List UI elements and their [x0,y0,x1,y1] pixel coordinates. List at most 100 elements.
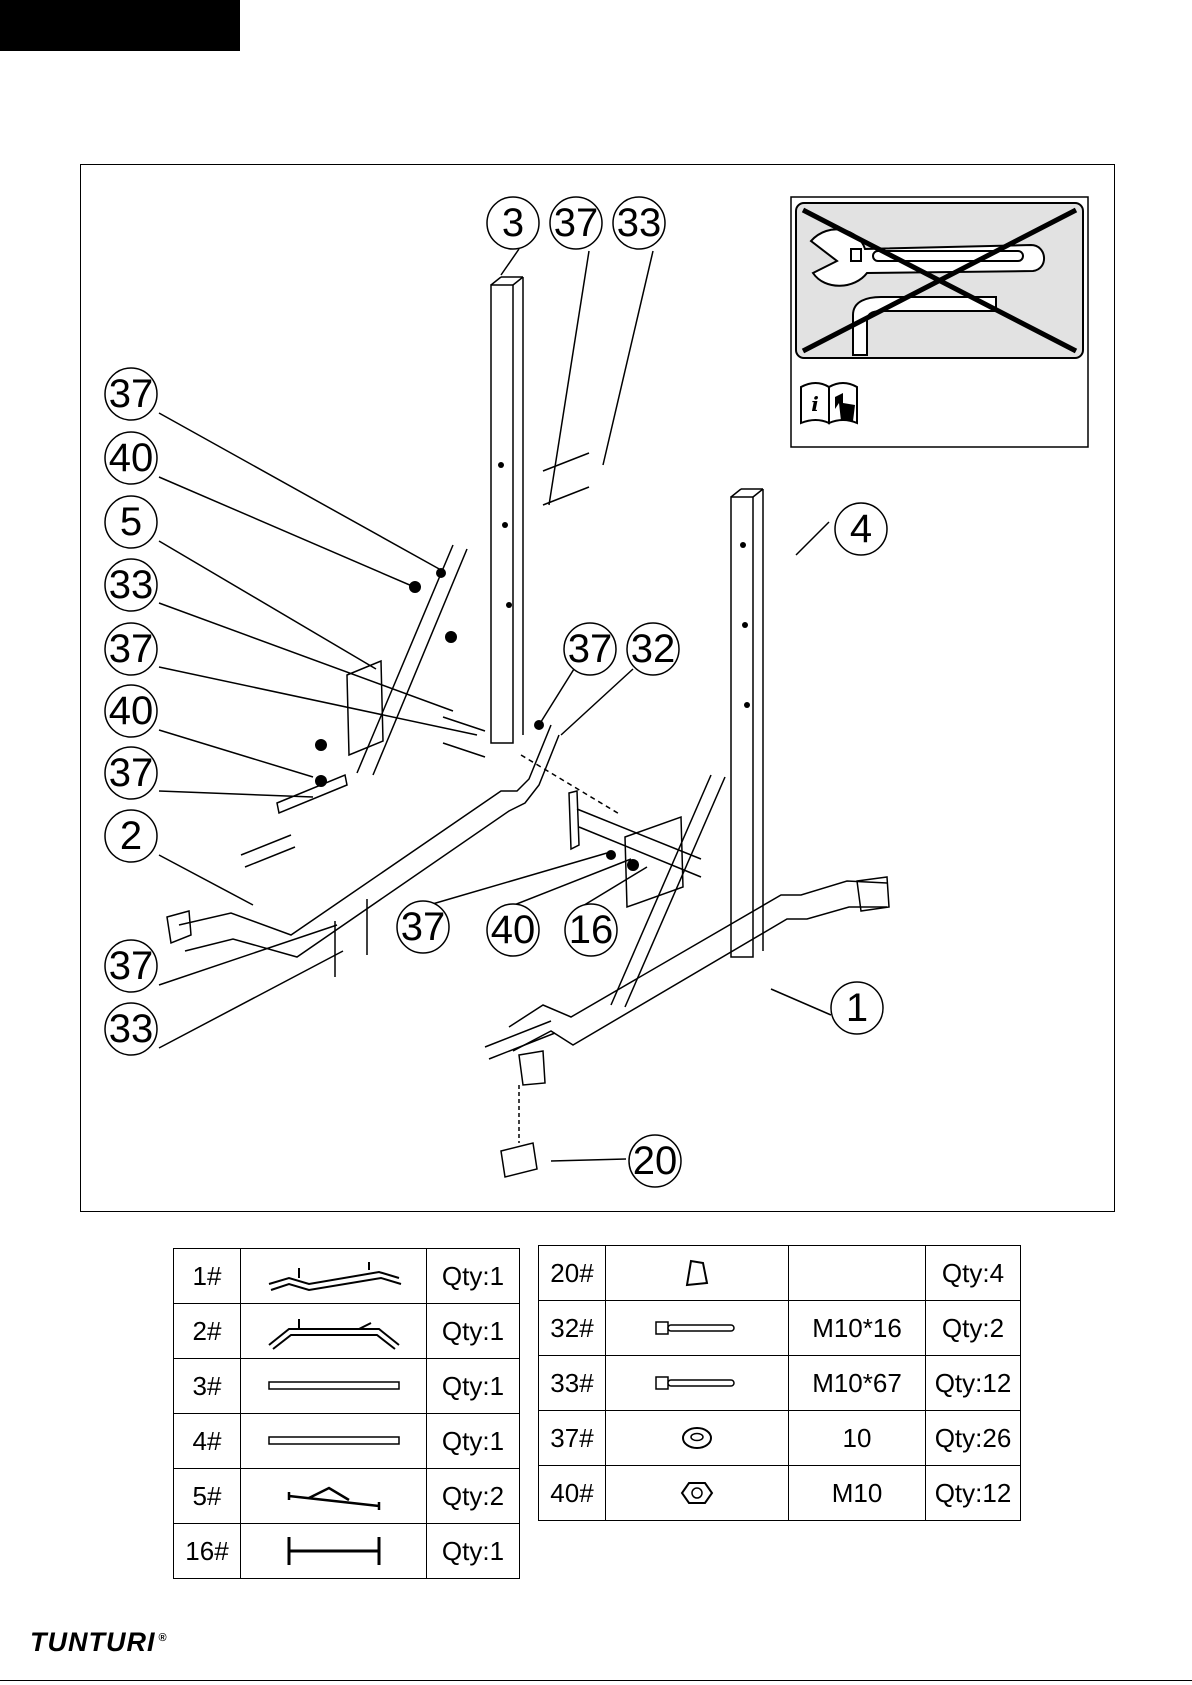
callout-5-label: 5 [120,500,142,544]
manual-info-icon: i [801,383,857,423]
registered-mark: ® [158,1632,167,1644]
upright-tube-icon [259,1431,409,1451]
callout-37: 37 [397,901,449,953]
callout-37-label: 37 [109,751,154,795]
table-row: 40# M10 Qty:12 [539,1466,1021,1521]
table-row: 2# Qty:1 [174,1304,520,1359]
callout-37-label: 37 [109,944,154,988]
callout-37-label: 37 [554,201,599,245]
part-qty: Qty:1 [427,1249,520,1304]
part-qty: Qty:2 [926,1301,1021,1356]
callout-16: 16 [565,904,617,956]
callout-37: 37 [105,368,157,420]
part-spec: 10 [789,1411,926,1466]
callout-1: 1 [831,982,883,1034]
part-number: 16# [174,1524,241,1579]
bolt-icon [652,1318,742,1338]
assembly-diagram: 3 37 33 37 40 5 33 37 40 37 2 37 33 4 37… [80,164,1115,1212]
part-illustration [606,1246,789,1301]
callout-37-label: 37 [109,372,154,416]
callout-37: 37 [105,747,157,799]
callout-2-label: 2 [120,814,142,858]
callout-37: 37 [105,940,157,992]
table-row: 3# Qty:1 [174,1359,520,1414]
table-row: 20# Qty:4 [539,1246,1021,1301]
nut-icon [677,1477,717,1509]
stabilizer-icon [259,1478,409,1514]
callout-5: 5 [105,496,157,548]
upright-tube-icon [259,1376,409,1396]
part-number: 40# [539,1466,606,1521]
callout-33-label: 33 [617,201,662,245]
bolt-icon [652,1373,742,1393]
callout-37-label: 37 [401,905,446,949]
callout-40-label: 40 [491,908,536,952]
callout-40: 40 [105,685,157,737]
part-illustration [241,1469,427,1524]
part-illustration [606,1301,789,1356]
table-row: 16# Qty:1 [174,1524,520,1579]
table-row: 32# M10*16 Qty:2 [539,1301,1021,1356]
brand-name: TUNTURI [30,1627,155,1657]
callout-1-label: 1 [846,986,868,1030]
part-illustration [606,1466,789,1521]
part-qty: Qty:12 [926,1356,1021,1411]
part-number: 20# [539,1246,606,1301]
callout-4: 4 [835,503,887,555]
part-qty: Qty:4 [926,1246,1021,1301]
part-illustration [606,1356,789,1411]
callout-20: 20 [629,1135,681,1187]
part-illustration [241,1304,427,1359]
part-spec: M10*16 [789,1301,926,1356]
callout-4-label: 4 [850,507,872,551]
part-illustration [241,1524,427,1579]
part-illustration [606,1411,789,1466]
callout-33-label: 33 [109,563,154,607]
part-number: 32# [539,1301,606,1356]
callout-40: 40 [487,904,539,956]
footer-divider [0,1680,1192,1681]
part-number: 3# [174,1359,241,1414]
part-illustration [241,1359,427,1414]
callout-33-label: 33 [109,1007,154,1051]
parts-list-left: 1# Qty:1 2# Qty:1 3# Qty:1 4# Qty:1 5# Q… [173,1248,520,1579]
svg-text:i: i [811,392,819,416]
washer-icon [677,1423,717,1453]
callout-40: 40 [105,432,157,484]
part-qty: Qty:2 [427,1469,520,1524]
part-spec: M10*67 [789,1356,926,1411]
part-number: 4# [174,1414,241,1469]
part-qty: Qty:12 [926,1466,1021,1521]
part-qty: Qty:1 [427,1359,520,1414]
header-black-bar [0,0,240,51]
part-qty: Qty:26 [926,1411,1021,1466]
part-illustration [241,1414,427,1469]
callout-40-label: 40 [109,689,154,733]
part-number: 1# [174,1249,241,1304]
base-frame-icon [259,1311,409,1351]
table-row: 5# Qty:2 [174,1469,520,1524]
callout-37: 37 [105,623,157,675]
table-row: 1# Qty:1 [174,1249,520,1304]
callout-37-label: 37 [109,627,154,671]
foot-cap-icon [677,1253,717,1293]
part-number: 5# [174,1469,241,1524]
callout-32-label: 32 [631,627,676,671]
callout-37: 37 [564,623,616,675]
callout-33: 33 [613,197,665,249]
table-row: 4# Qty:1 [174,1414,520,1469]
hardware-list-right: 20# Qty:4 32# M10*16 Qty:2 33# M10*67 Qt… [538,1245,1021,1521]
part-spec [789,1246,926,1301]
part-qty: Qty:1 [427,1414,520,1469]
callout-32: 32 [627,623,679,675]
table-row: 33# M10*67 Qty:12 [539,1356,1021,1411]
part-illustration [241,1249,427,1304]
part-number: 37# [539,1411,606,1466]
callout-37: 37 [550,197,602,249]
callout-33: 33 [105,1003,157,1055]
base-frame-icon [259,1256,409,1296]
callout-2: 2 [105,810,157,862]
callout-20-label: 20 [633,1139,678,1183]
part-qty: Qty:1 [427,1304,520,1359]
part-spec: M10 [789,1466,926,1521]
